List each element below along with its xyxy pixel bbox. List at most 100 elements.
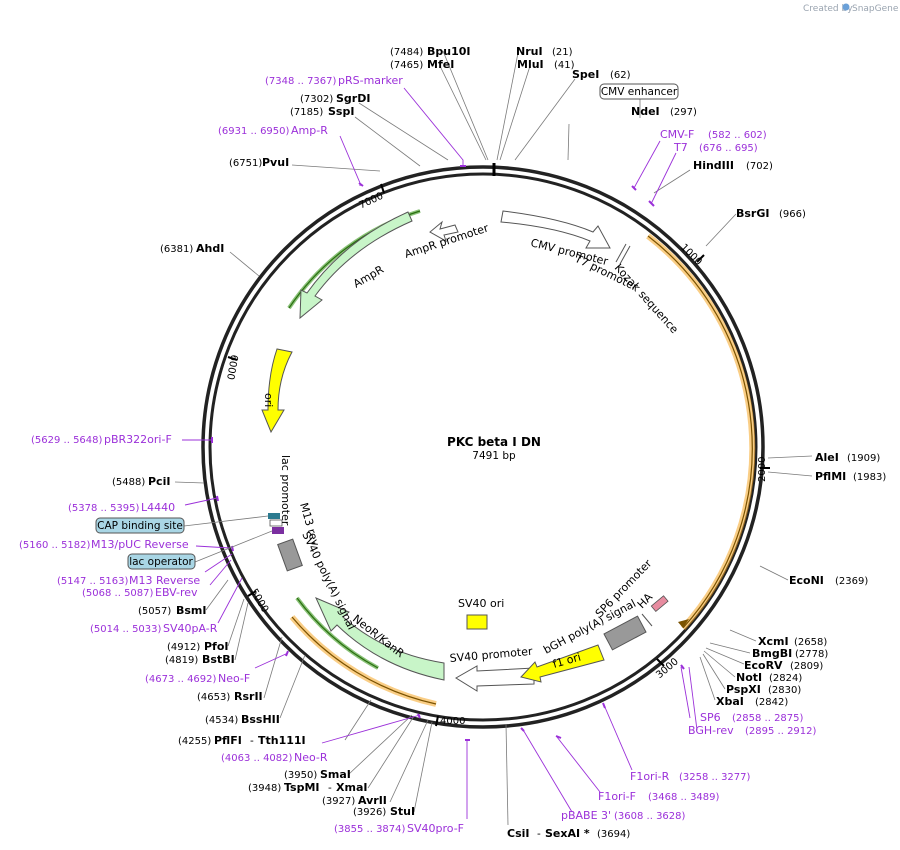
site-pos-mfei: (7465) — [390, 60, 423, 71]
site-pos-spei: (62) — [610, 70, 631, 81]
site-bsrgi: BsrGI — [736, 207, 769, 220]
kozak-mark — [619, 245, 631, 265]
site-sexai: SexAI * — [545, 827, 590, 840]
primer-range-ebv-rev: (5068 .. 5087) — [82, 588, 154, 599]
restriction-site-labels: (7484) Bpu10I (7465) MfeI NruI (21) MluI… — [112, 45, 886, 840]
tick-label-6000: 6000 — [224, 354, 239, 381]
primer-t7: T7 — [673, 141, 688, 154]
tick-label-5000: 5000 — [248, 587, 270, 615]
primer-bgh-rev: BGH-rev — [688, 724, 734, 737]
site-pos-bsshii: (4534) — [205, 715, 238, 726]
primer-labels: (7348 .. 7367) pRS-marker (6931 .. 6950)… — [19, 74, 817, 835]
site-econi: EcoNI — [789, 574, 824, 587]
site-pflfi: PflFI — [214, 734, 242, 747]
site-sep-pflfi: - — [250, 735, 254, 747]
site-alei: AleI — [815, 451, 839, 464]
site-smai: SmaI — [320, 768, 351, 781]
site-pos-avrii: (3927) — [322, 796, 355, 807]
lac-operator-mark — [272, 527, 284, 534]
site-pos-pflfi: (4255) — [178, 736, 211, 747]
site-pos-smai: (3950) — [284, 770, 317, 781]
site-pos-bmgbi: (2778) — [795, 649, 828, 660]
primer-pbr322ori-f: pBR322ori-F — [104, 433, 172, 446]
primer-range-t7: (676 .. 695) — [699, 143, 758, 154]
primer-m13-reverse: M13 Reverse — [129, 574, 200, 587]
t7-promoter-mark — [615, 243, 627, 263]
primer-neo-r: Neo-R — [294, 751, 328, 764]
orange-feature-arrow — [678, 619, 689, 628]
primer-prs-marker: pRS-marker — [338, 74, 403, 87]
primer-range-neo-f: (4673 .. 4692) — [145, 674, 217, 685]
primer-m13-puc: M13/pUC Reverse — [91, 538, 189, 551]
site-rsrii: RsrII — [234, 690, 263, 703]
site-bpu10i: Bpu10I — [427, 45, 471, 58]
site-stui: StuI — [390, 805, 415, 818]
site-pos-sgrdi: (7302) — [300, 94, 333, 105]
site-bmgbi: BmgBI — [752, 647, 792, 660]
site-sspi: SspI — [328, 105, 354, 118]
site-sgrdi: SgrDI — [336, 92, 370, 105]
label-kozak: Kozak sequence — [612, 261, 681, 336]
cap-binding-site-label: CAP binding site — [95, 515, 269, 534]
cap-binding-site-text: CAP binding site — [97, 520, 183, 532]
site-pos-hindiii: (702) — [746, 161, 773, 172]
site-pos-stui: (3926) — [353, 807, 386, 818]
lac-operator-text: lac operator — [129, 556, 193, 568]
primer-range-m13-puc: (5160 .. 5182) — [19, 540, 91, 551]
primer-amp-r: Amp-R — [291, 124, 328, 137]
sv40-promoter-arrow — [455, 665, 535, 692]
primer-range-l4440: (5378 .. 5395) — [68, 503, 140, 514]
site-pos-xcmi: (2658) — [794, 637, 827, 648]
site-bsshii: BssHII — [241, 713, 280, 726]
primer-range-prs-marker: (7348 .. 7367) — [265, 76, 337, 87]
site-tth111i: Tth111I — [258, 734, 306, 747]
site-pos-ahdi: (6381) — [160, 244, 193, 255]
plasmid-length: 7491 bp — [472, 450, 516, 462]
site-bsmi: BsmI — [176, 604, 207, 617]
ha-tag-box — [650, 595, 669, 613]
primer-range-neo-r: (4063 .. 4082) — [221, 753, 293, 764]
ampr-promoter-arrow — [429, 220, 459, 243]
site-pos-econi: (2369) — [835, 576, 868, 587]
snapgene-logo-icon — [842, 3, 850, 11]
primer-f1ori-f: F1ori-F — [598, 790, 636, 803]
site-hindiii: HindIII — [693, 159, 734, 172]
label-ori: ori — [262, 393, 275, 407]
sv40-ori-box — [466, 614, 488, 630]
lac-operator-label: lac operator — [127, 530, 273, 570]
site-pflmi: PflMI — [815, 470, 846, 483]
site-xbai: XbaI — [716, 695, 744, 708]
primer-range-m13-reverse: (5147 .. 5163) — [57, 576, 129, 587]
primer-range-f1ori-r: (3258 .. 3277) — [679, 772, 751, 783]
primer-range-pbr322ori-f: (5629 .. 5648) — [31, 435, 103, 446]
site-pos-nrui: (21) — [552, 47, 573, 58]
site-nrui: NruI — [516, 45, 543, 58]
credit: Created by SnapGene — [803, 3, 899, 14]
site-noti: NotI — [736, 671, 762, 684]
green-feature-neo-line — [296, 597, 379, 669]
site-bstbi: BstBI — [202, 653, 235, 666]
primer-range-pbabe-3: (3608 .. 3628) — [614, 811, 686, 822]
site-csii: CsiI — [507, 827, 529, 840]
primer-l4440: L4440 — [141, 501, 175, 514]
primer-sv40pro-f: SV40pro-F — [407, 822, 464, 835]
primer-range-bgh-rev: (2895 .. 2912) — [745, 726, 817, 737]
site-pos-pfoi: (4912) — [167, 642, 200, 653]
bgh-box — [603, 615, 647, 651]
plasmid-name: PKC beta I DN — [447, 435, 541, 449]
site-pos-pflmi: (1983) — [853, 472, 886, 483]
primer-range-amp-r: (6931 .. 6950) — [218, 126, 290, 137]
orange-feature-neo-line — [291, 616, 437, 705]
site-pos-noti: (2824) — [769, 673, 802, 684]
site-pos-sexai: (3694) — [597, 829, 630, 840]
site-ahdi: AhdI — [196, 242, 224, 255]
f1-ori-arrow — [520, 644, 605, 683]
site-pos-pcii: (5488) — [112, 477, 145, 488]
site-pos-rsrii: (4653) — [197, 692, 230, 703]
label-ampr: AmpR — [351, 263, 386, 291]
site-pos-tspmi: (3948) — [248, 783, 281, 794]
orange-feature-cds-line — [647, 235, 753, 629]
primer-range-sv40pro-f: (3855 .. 3874) — [334, 824, 406, 835]
primer-ebv-rev: EBV-rev — [155, 586, 198, 599]
